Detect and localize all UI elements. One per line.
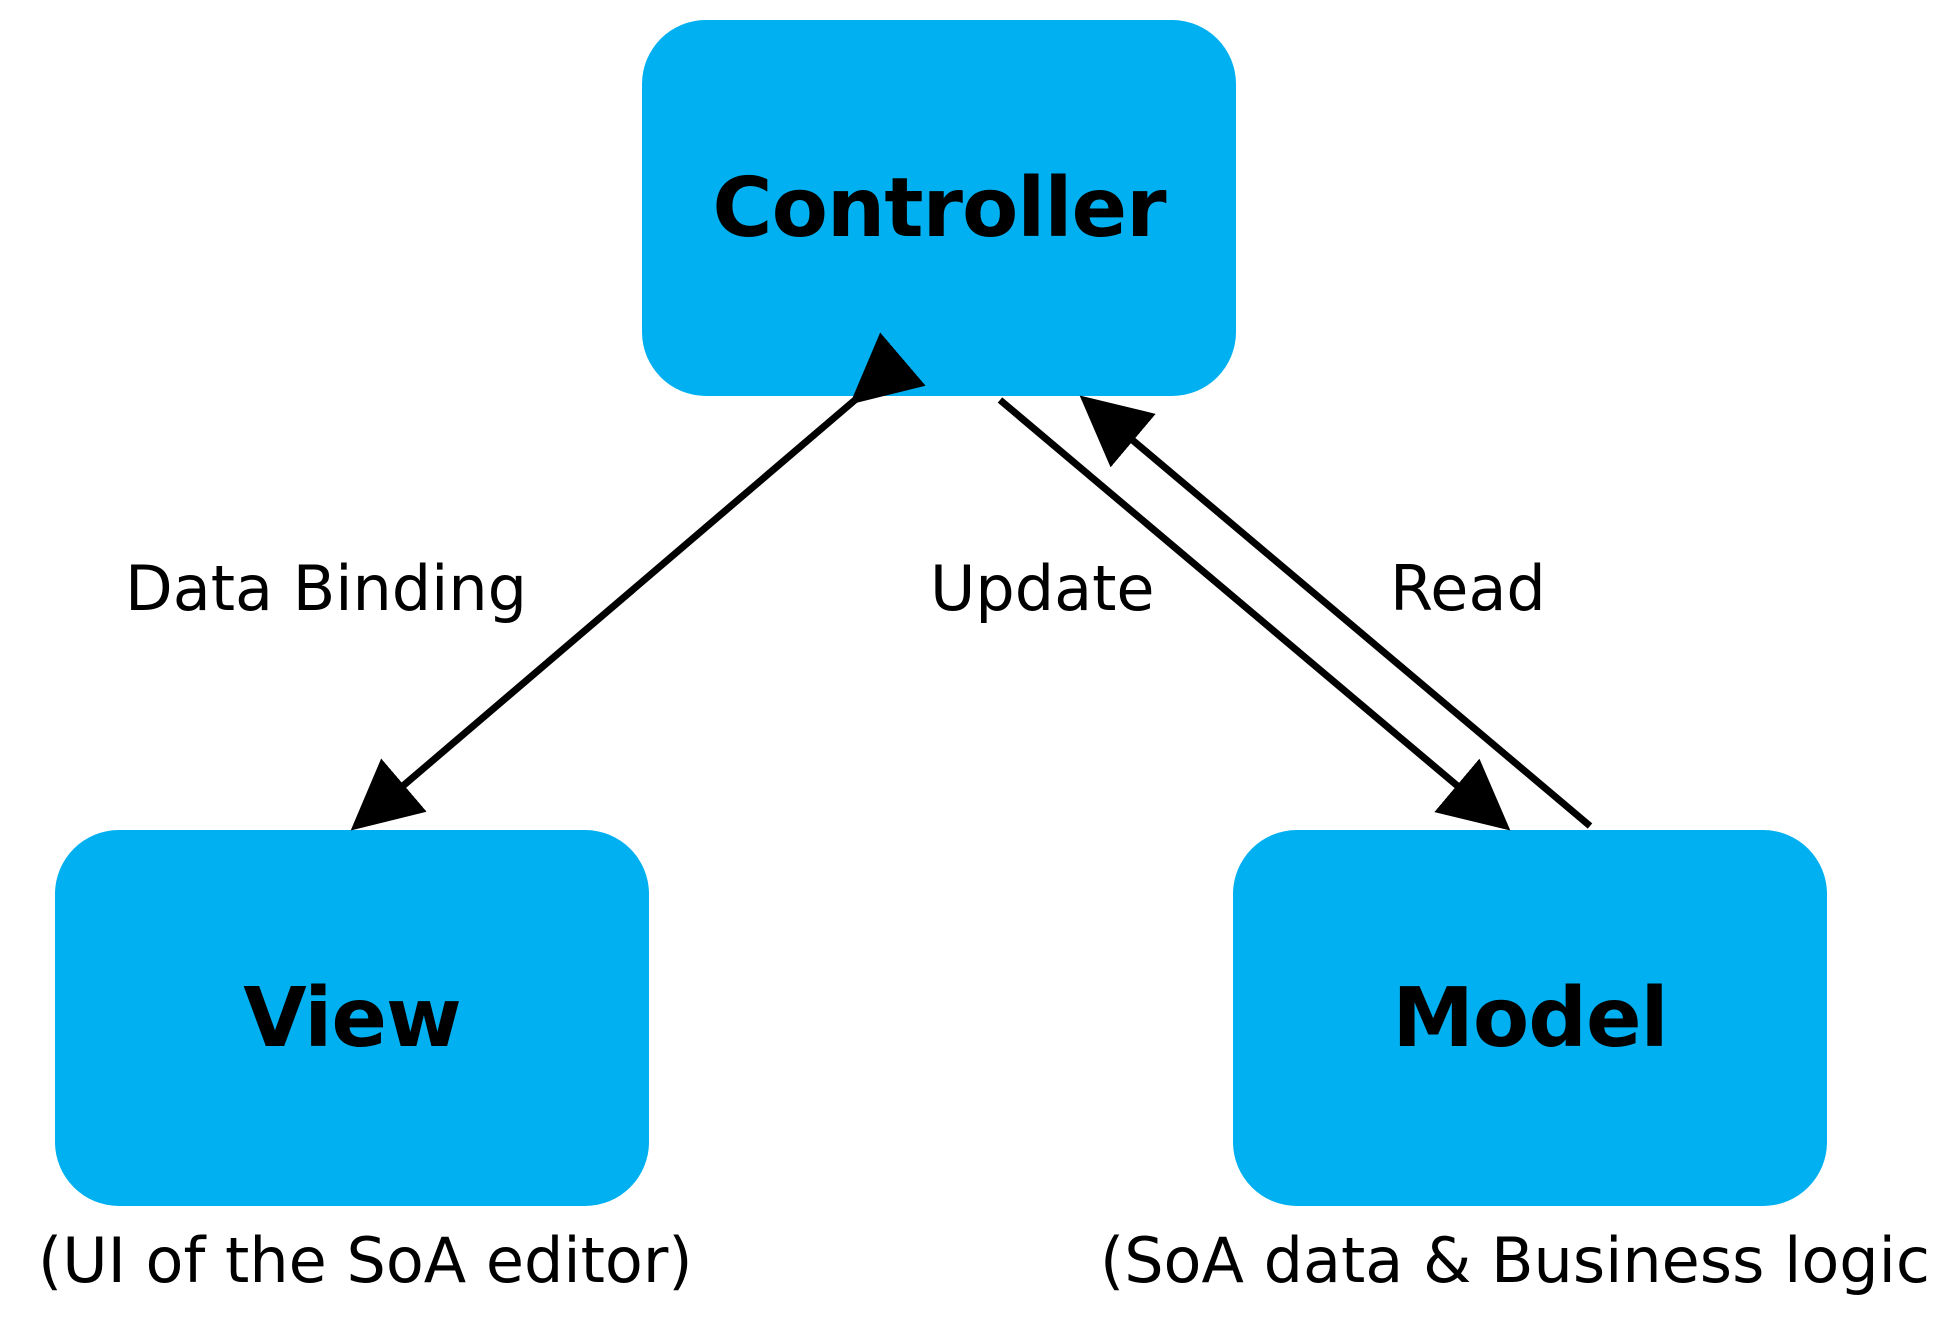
view-node: View (55, 830, 649, 1206)
model-node: Model (1233, 830, 1827, 1206)
data-binding-label: Data Binding (125, 552, 528, 625)
model-caption: (SoA data & Business logic) (1100, 1224, 1933, 1297)
model-label: Model (1392, 970, 1668, 1066)
view-caption: (UI of the SoA editor) (38, 1224, 693, 1297)
update-label: Update (930, 552, 1155, 625)
data-binding-arrow (350, 332, 926, 831)
read-label: Read (1390, 552, 1546, 625)
update-arrow (997, 397, 1511, 831)
controller-label: Controller (712, 160, 1166, 256)
read-arrow (1079, 395, 1593, 829)
view-label: View (243, 970, 461, 1066)
